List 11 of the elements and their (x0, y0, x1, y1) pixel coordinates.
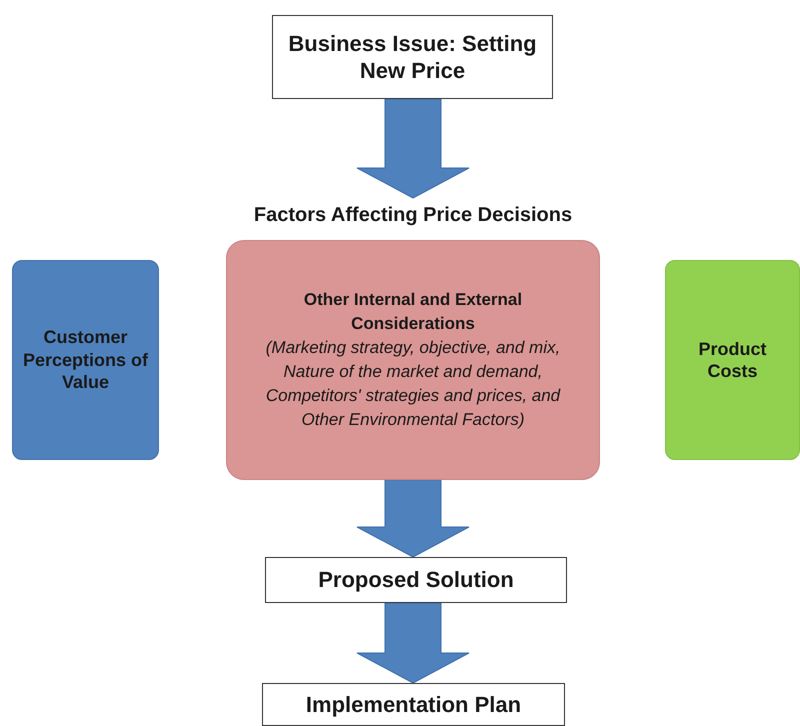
block-arrow (356, 98, 470, 199)
section-heading: Factors Affecting Price Decisions (252, 203, 574, 228)
panel-title: Other Internal and External Considerations (302, 289, 524, 335)
process-box: Proposed Solution (265, 557, 567, 603)
panel-description: (Marketing strategy, objective, and mix, Nature of the market and demand, Competitors' strategies and prices, and Other Environmental Factors) (264, 337, 562, 431)
block-arrow (356, 480, 470, 558)
process-box: Implementation Plan (262, 683, 565, 726)
factor-box: Product Costs (665, 260, 800, 460)
factor-box: Customer Perceptions of Value (12, 260, 159, 460)
block-arrow (356, 602, 470, 684)
process-box: Business Issue: Setting New Price (272, 15, 553, 99)
